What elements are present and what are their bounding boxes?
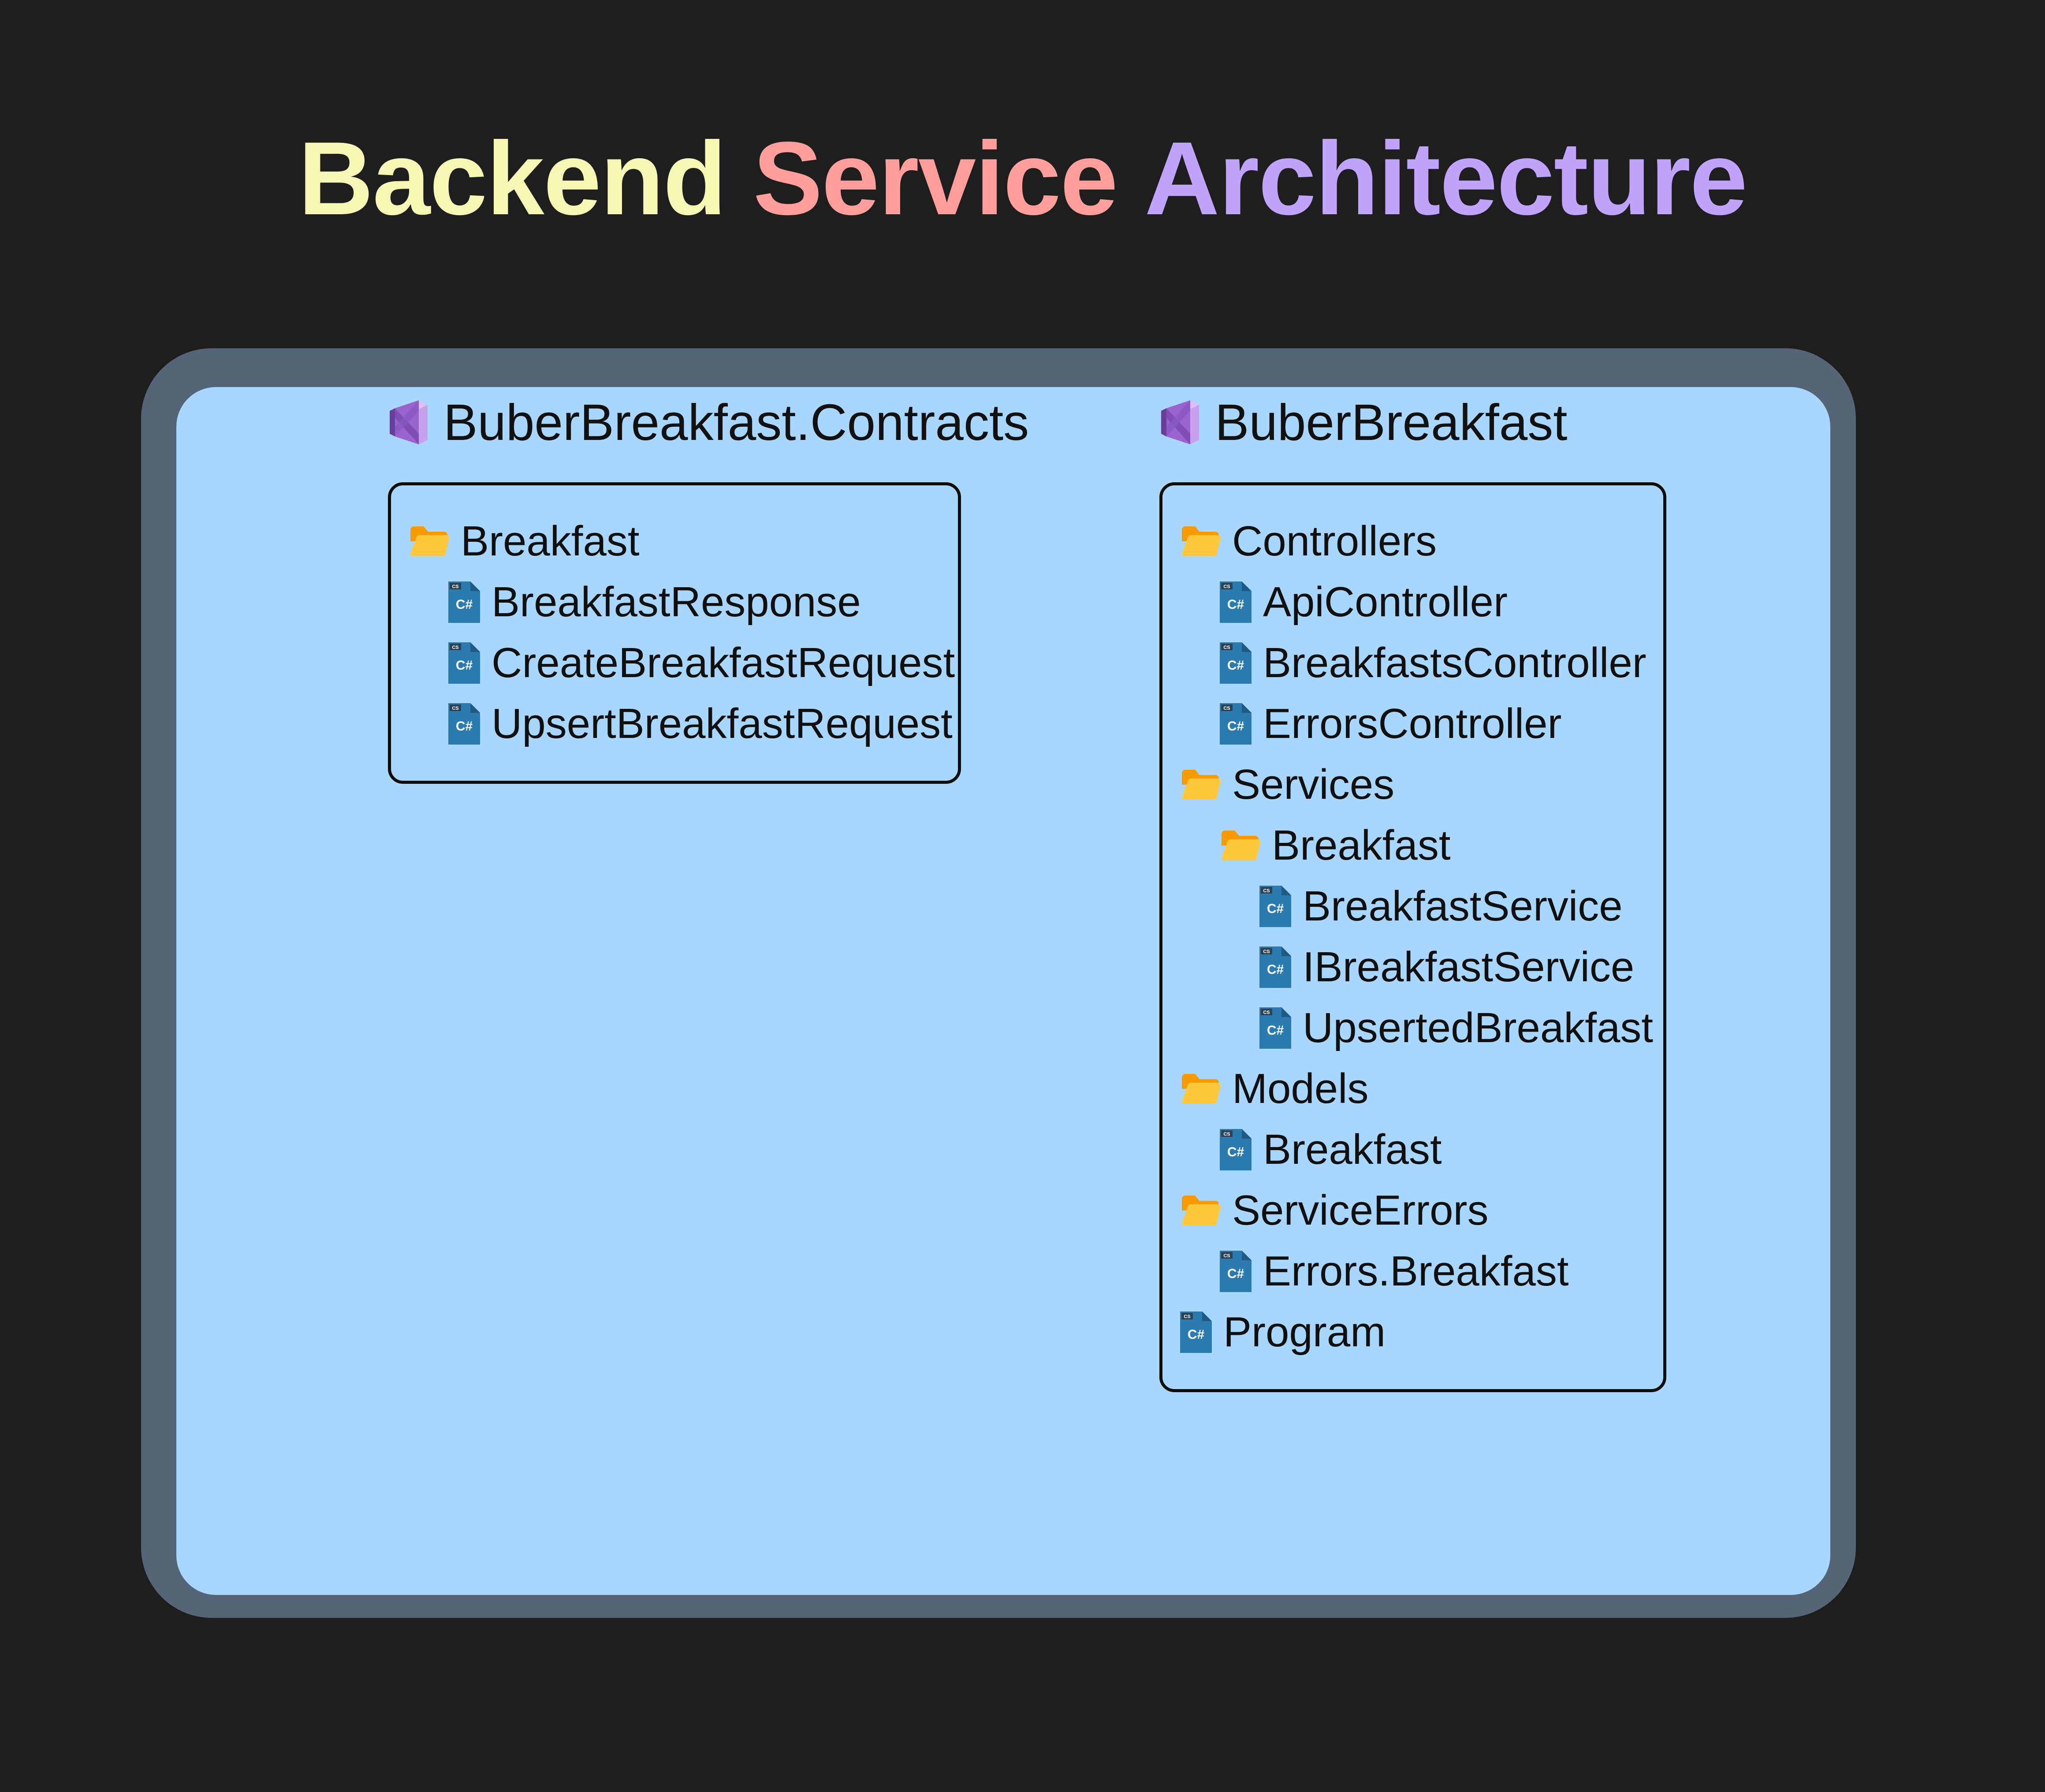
folder-icon [1182,1074,1221,1104]
csharp-file-icon: CS C# [1220,703,1252,745]
visual-studio-icon [390,400,428,444]
csharp-file-icon: CS C# [1259,886,1291,927]
svg-text:CS: CS [1184,1314,1190,1319]
svg-text:C#: C# [1227,1145,1244,1159]
csharp-file-icon: CS C# [1220,581,1252,623]
title-word-architecture: Architecture [1144,120,1747,237]
csharp-file-icon: CS C# [1259,1007,1291,1049]
tree-file-row[interactable]: CS C# BreakfastResponse [448,572,940,633]
project-columns: BuberBreakfast.Contracts Breakfast CS C#… [176,387,1830,1595]
tree-item-label: BreakfastService [1303,883,1623,930]
title-word-service: Service [753,120,1118,237]
svg-text:C#: C# [1227,658,1244,673]
csharp-file-icon: CS C# [1259,946,1291,988]
svg-text:CS: CS [1263,1010,1270,1015]
tree-folder-row[interactable]: Models [1180,1058,1646,1119]
svg-text:C#: C# [456,597,473,612]
tree-item-label: Breakfast [1272,822,1451,869]
csharp-file-icon: CS C# [448,703,480,745]
tree-folder-row[interactable]: Breakfast [409,511,940,572]
tree-item-label: CreateBreakfastRequest [492,639,955,686]
csharp-file-icon: CS C# [1220,1251,1252,1292]
tree-item-label: Errors.Breakfast [1263,1248,1569,1295]
tree-folder-row[interactable]: Controllers [1180,511,1646,572]
svg-text:CS: CS [1223,1132,1230,1137]
tree-item-label: Services [1232,761,1395,808]
svg-text:C#: C# [456,719,473,734]
project-name: BuberBreakfast [1215,394,1568,451]
folder-icon [1222,831,1260,861]
project-tree-box: Breakfast CS C# BreakfastResponse CS C# … [388,482,961,784]
project-name: BuberBreakfast.Contracts [443,394,1029,451]
svg-text:C#: C# [1188,1327,1205,1342]
tree-item-label: BreakfastResponse [492,578,861,626]
tree-file-row[interactable]: CS C# ErrorsController [1220,693,1646,754]
csharp-file-icon: CS C# [1180,1311,1212,1353]
svg-text:CS: CS [1223,645,1230,650]
visual-studio-icon [1161,400,1199,444]
svg-text:C#: C# [1227,597,1244,612]
svg-text:CS: CS [452,645,458,650]
tree-folder-row[interactable]: Breakfast [1220,815,1646,876]
tree-file-row[interactable]: CS C# IBreakfastService [1259,937,1646,998]
svg-text:C#: C# [456,658,473,673]
tree-file-row[interactable]: CS C# Program [1180,1302,1646,1363]
tree-file-row[interactable]: CS C# Breakfast [1220,1119,1646,1180]
project-column: BuberBreakfast Controllers CS C# ApiCont… [1159,387,1680,1392]
project-header[interactable]: BuberBreakfast [1159,387,1680,458]
tree-item-label: Controllers [1232,518,1437,565]
tree-folder-row[interactable]: Services [1180,754,1646,815]
svg-text:CS: CS [1263,949,1270,954]
tree-item-label: Program [1223,1308,1386,1356]
folder-icon [1182,770,1221,800]
svg-text:CS: CS [1223,706,1230,711]
tree-item-label: ServiceErrors [1232,1187,1489,1234]
svg-text:C#: C# [1267,902,1284,916]
project-tree-box: Controllers CS C# ApiController CS C# Br… [1159,482,1666,1392]
tree-file-row[interactable]: CS C# CreateBreakfastRequest [448,633,955,693]
svg-text:CS: CS [452,706,458,711]
project-column: BuberBreakfast.Contracts Breakfast CS C#… [384,387,1029,784]
svg-text:CS: CS [1223,1253,1230,1259]
tree-item-label: Models [1232,1065,1369,1112]
tree-item-label: IBreakfastService [1303,943,1635,991]
svg-text:CS: CS [452,584,458,589]
folder-icon [410,526,449,557]
svg-text:C#: C# [1267,962,1284,977]
tree-item-label: BreakfastsController [1263,639,1646,686]
svg-text:CS: CS [1263,888,1270,894]
svg-text:C#: C# [1227,1267,1244,1281]
tree-item-label: Breakfast [1263,1126,1442,1173]
project-header[interactable]: BuberBreakfast.Contracts [388,387,1029,458]
tree-file-row[interactable]: CS C# BreakfastsController [1220,633,1646,693]
tree-file-row[interactable]: CS C# UpsertBreakfastRequest [448,693,953,754]
svg-text:CS: CS [1223,584,1230,589]
tree-item-label: UpsertedBreakfast [1303,1004,1654,1051]
tree-file-row[interactable]: CS C# ApiController [1220,572,1646,633]
folder-icon [1182,1196,1221,1226]
tree-item-label: ErrorsController [1263,700,1562,747]
svg-text:C#: C# [1267,1023,1284,1038]
svg-text:C#: C# [1227,719,1244,734]
tree-file-row[interactable]: CS C# Errors.Breakfast [1220,1241,1646,1302]
tree-folder-row[interactable]: ServiceErrors [1180,1180,1646,1241]
tree-item-label: UpsertBreakfastRequest [492,700,953,747]
csharp-file-icon: CS C# [1220,642,1252,684]
tree-item-label: Breakfast [461,518,640,565]
tree-file-row[interactable]: CS C# BreakfastService [1259,876,1646,937]
title-word-backend: Backend [298,120,727,237]
tree-item-label: ApiController [1263,578,1508,626]
folder-icon [1182,526,1221,557]
csharp-file-icon: CS C# [448,642,480,684]
tree-file-row[interactable]: CS C# UpsertedBreakfast [1259,998,1653,1058]
csharp-file-icon: CS C# [448,581,480,623]
csharp-file-icon: CS C# [1220,1129,1252,1170]
